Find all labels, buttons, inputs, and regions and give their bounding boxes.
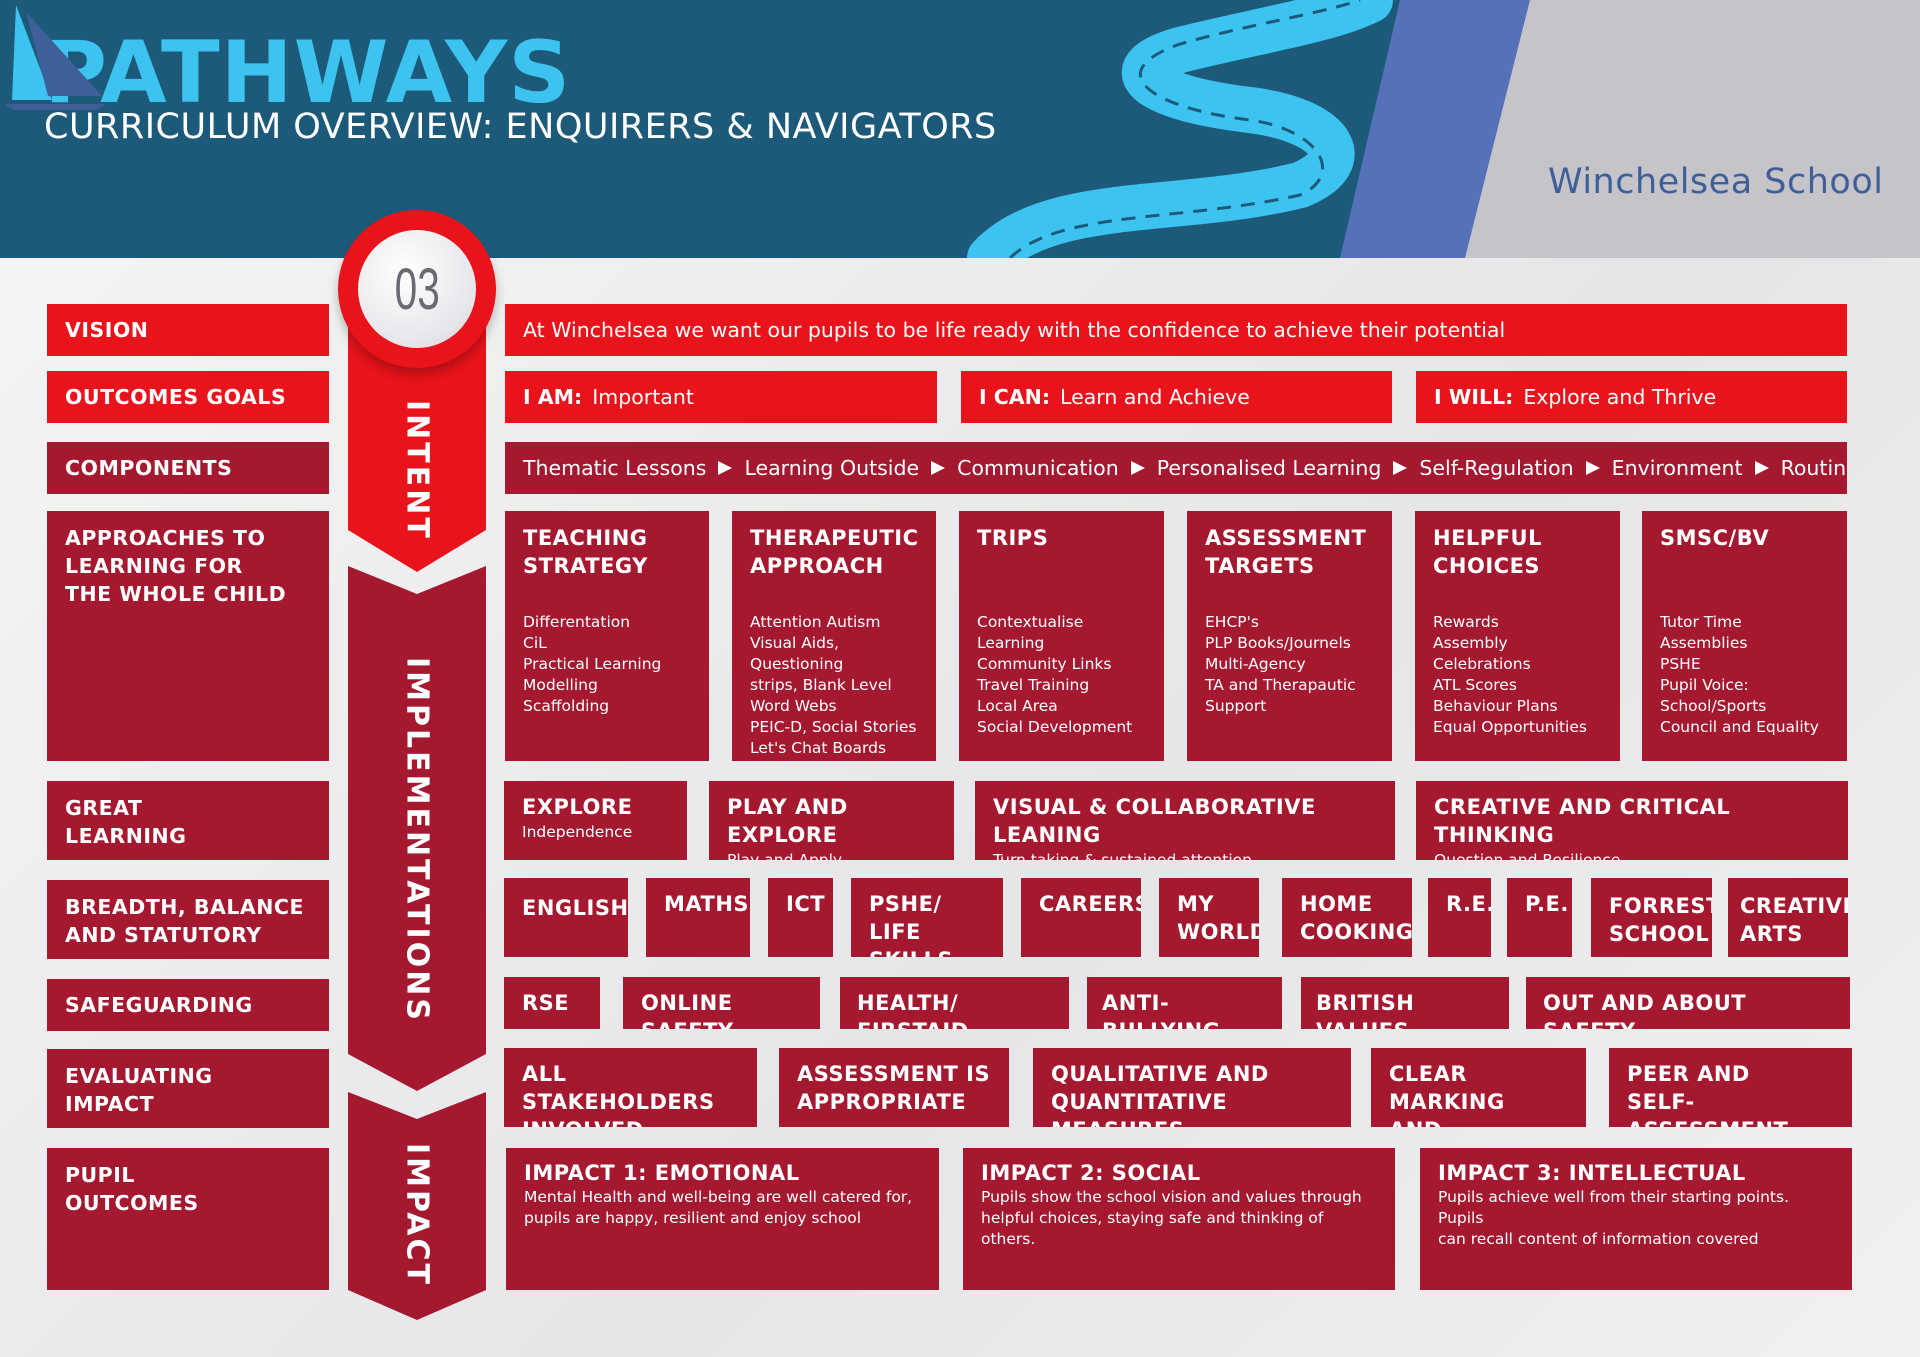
component-item: Routines bbox=[1780, 456, 1847, 480]
subject-english: ENGLISH bbox=[504, 878, 628, 957]
stage-number-badge: 03 bbox=[338, 210, 496, 368]
evaluating-peer-self-assessment: PEER AND SELF-ASSESSMENT bbox=[1609, 1048, 1852, 1127]
badge-number: 03 bbox=[394, 256, 440, 322]
goal-i-will: I WILL:Explore and Thrive bbox=[1416, 371, 1847, 423]
evaluating-qualitative-quantitative: QUALITATIVE AND QUANTITATIVE MEASURES bbox=[1033, 1048, 1351, 1127]
label-approaches: APPROACHES TO LEARNING FOR THE WHOLE CHI… bbox=[47, 511, 329, 761]
school-name: Winchelsea School bbox=[1548, 162, 1884, 202]
impact-chevron bbox=[348, 1092, 486, 1320]
vision-statement: At Winchelsea we want our pupils to be l… bbox=[505, 304, 1847, 356]
subject-home-cooking: HOME COOKING bbox=[1282, 878, 1412, 957]
subject-maths: MATHS bbox=[646, 878, 750, 957]
page-title: PATHWAYS bbox=[44, 23, 572, 123]
safeguarding-health-firstaid: HEALTH/ FIRSTAID bbox=[840, 977, 1069, 1029]
label-great-learning: GREAT LEARNING bbox=[47, 781, 329, 860]
arrow-right-icon bbox=[718, 461, 733, 475]
safeguarding-online-safety: ONLINE SAFETY bbox=[623, 977, 820, 1029]
subject-pe: P.E. bbox=[1507, 878, 1572, 957]
subject-creative-arts: CREATIVE ARTS bbox=[1728, 878, 1848, 957]
implementations-chevron bbox=[348, 566, 486, 1091]
safeguarding-anti-bullying: ANTI-BULLYING bbox=[1087, 977, 1282, 1029]
component-item: Personalised Learning bbox=[1156, 456, 1382, 480]
subject-my-world: MY WORLD bbox=[1159, 878, 1259, 957]
subject-forrest-school: FORREST SCHOOL bbox=[1591, 878, 1712, 957]
safeguarding-rse: RSE bbox=[504, 977, 600, 1029]
label-components: COMPONENTS bbox=[47, 442, 329, 494]
label-safeguarding: SAFEGUARDING bbox=[47, 979, 329, 1031]
safeguarding-british-values: BRITISH VALUES bbox=[1301, 977, 1509, 1029]
evaluating-stakeholders: ALL STAKEHOLDERS INVOLVED bbox=[504, 1048, 757, 1127]
subject-careers: CAREERS bbox=[1021, 878, 1141, 957]
goal-i-can: I CAN:Learn and Achieve bbox=[961, 371, 1392, 423]
component-item: Self-Regulation bbox=[1419, 456, 1574, 480]
component-item: Learning Outside bbox=[744, 456, 920, 480]
label-evaluating-impact: EVALUATING IMPACT bbox=[47, 1049, 329, 1128]
subject-ict: ICT bbox=[768, 878, 833, 957]
evaluating-marking-feedback: CLEAR MARKING AND FEEDBACK bbox=[1371, 1048, 1586, 1127]
component-item: Communication bbox=[957, 456, 1119, 480]
components-strip: Thematic Lessons Learning Outside Commun… bbox=[505, 442, 1847, 494]
label-breadth-balance: BREADTH, BALANCE AND STATUTORY bbox=[47, 880, 329, 959]
component-item: Environment bbox=[1611, 456, 1743, 480]
impact-stage-label: IMPACT bbox=[399, 1143, 435, 1287]
label-vision: VISION bbox=[47, 304, 329, 356]
subject-pshe-life-skills: PSHE/ LIFE SKILLS bbox=[851, 878, 1003, 957]
component-item: Thematic Lessons bbox=[523, 456, 707, 480]
arrow-right-icon bbox=[931, 461, 946, 475]
page-subtitle: CURRICULUM OVERVIEW: ENQUIRERS & NAVIGAT… bbox=[44, 107, 997, 147]
evaluating-assessment-appropriate: ASSESSMENT IS APPROPRIATE bbox=[779, 1048, 1009, 1127]
label-outcomes-goals: OUTCOMES GOALS bbox=[47, 371, 329, 423]
safeguarding-out-and-about: OUT AND ABOUT SAFETY bbox=[1526, 977, 1850, 1029]
implementations-stage-label: IMPLEMENTATIONS bbox=[399, 657, 435, 1023]
sailboat-logo-icon bbox=[4, 5, 106, 110]
goal-i-am: I AM:Important bbox=[505, 371, 937, 423]
header-background bbox=[0, 0, 1920, 258]
header-banner: PATHWAYS CURRICULUM OVERVIEW: ENQUIRERS … bbox=[0, 0, 1920, 258]
intent-stage-label: INTENT bbox=[399, 399, 435, 541]
arrow-right-icon bbox=[1130, 461, 1145, 475]
arrow-right-icon bbox=[1754, 461, 1769, 475]
label-pupil-outcomes: PUPIL OUTCOMES bbox=[47, 1148, 329, 1290]
arrow-right-icon bbox=[1393, 461, 1408, 475]
arrow-right-icon bbox=[1585, 461, 1600, 475]
subject-re: R.E. bbox=[1428, 878, 1491, 957]
